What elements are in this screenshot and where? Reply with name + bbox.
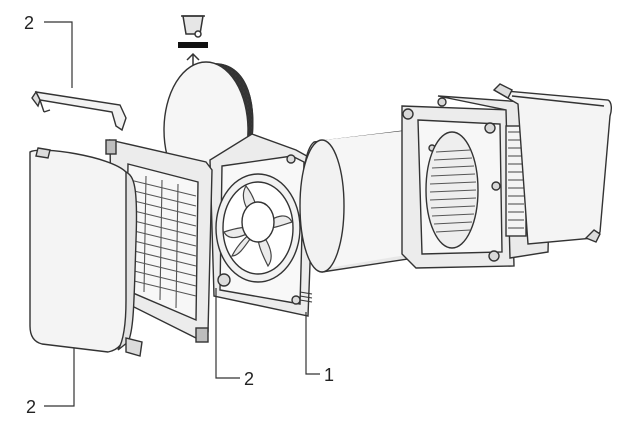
trash-bin-icon (181, 15, 205, 38)
rear-cover-plate (492, 83, 613, 245)
callout-label-bottom-middle: 2 (244, 369, 254, 389)
separator-bar (178, 42, 208, 48)
top-clip-part (31, 90, 127, 132)
callout-label-bottom-right: 1 (324, 365, 334, 385)
rear-frame (401, 105, 515, 269)
callout-label-bottom-left: 2 (26, 397, 36, 417)
fan-housing (209, 133, 315, 317)
callout-leaders (44, 21, 320, 407)
front-cover-plate (29, 147, 143, 357)
callout-label-top-left: 2 (24, 13, 34, 33)
